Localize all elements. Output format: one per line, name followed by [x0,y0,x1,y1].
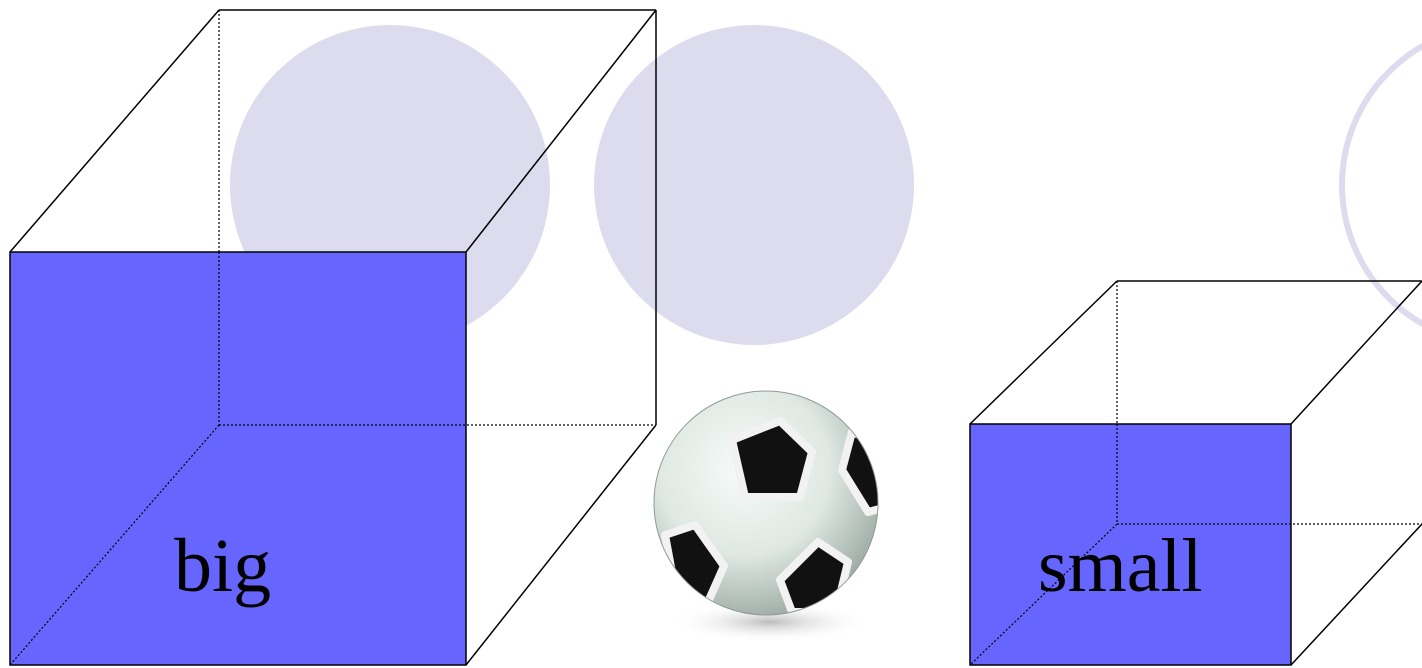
decor-circle-right-outline [1342,25,1422,345]
big-box-label: big [174,528,271,604]
small-box-label: small [1038,528,1203,604]
decor-circle-middle [594,25,914,345]
soccer-ball-icon [654,391,895,642]
